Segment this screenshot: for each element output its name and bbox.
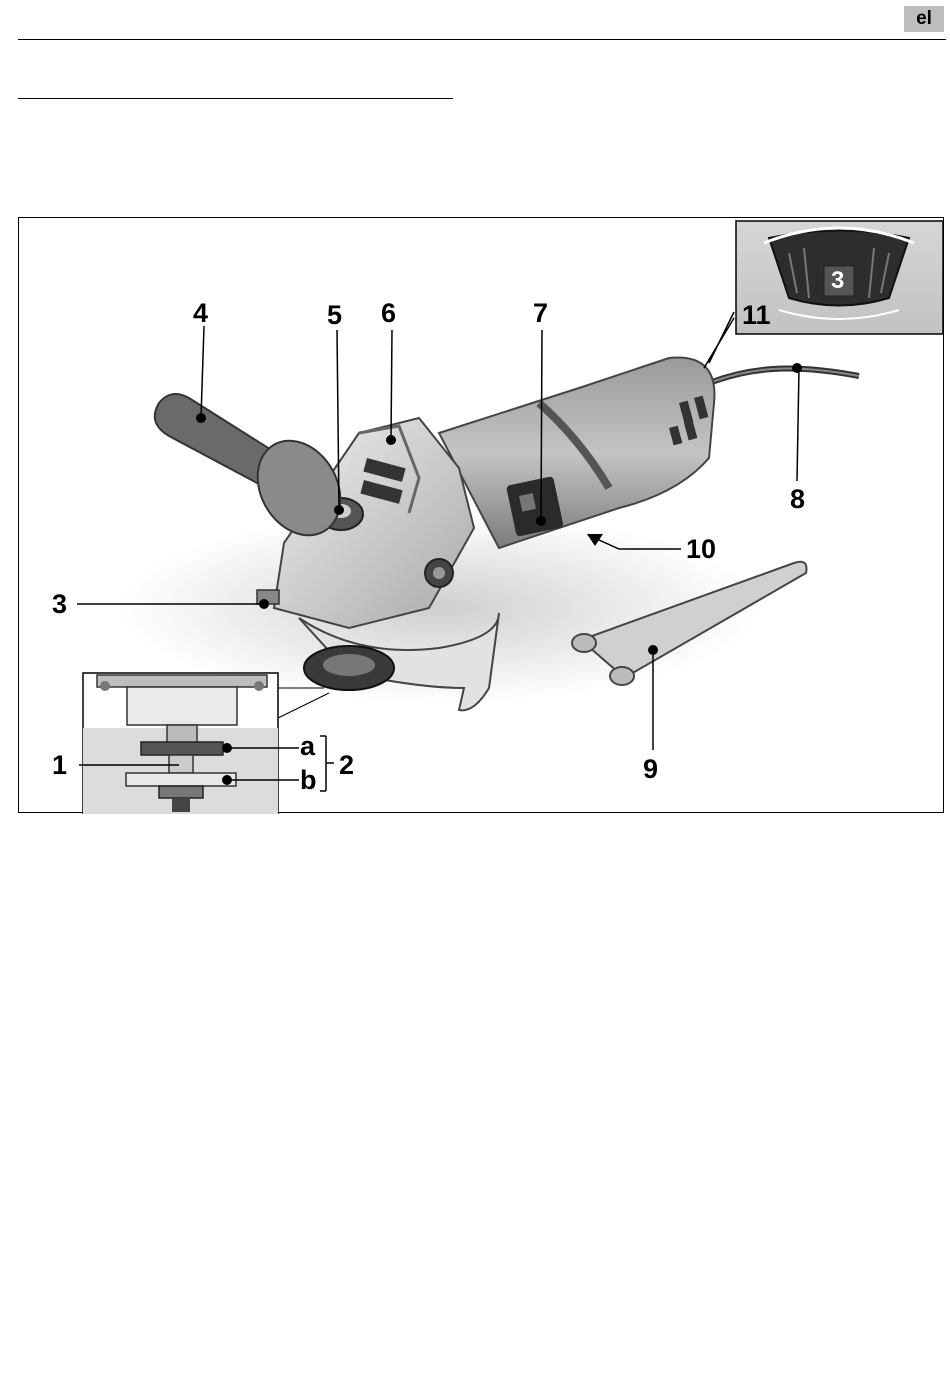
callout-11: 11 — [742, 302, 771, 329]
callout-8: 8 — [790, 486, 805, 513]
callout-9: 9 — [643, 756, 658, 783]
callout-10: 10 — [686, 536, 716, 563]
callout-6: 6 — [381, 300, 396, 327]
callout-3: 3 — [52, 591, 67, 618]
callout-5: 5 — [327, 302, 342, 329]
header-rule — [18, 39, 946, 40]
speed-dial-setting: 3 — [831, 269, 844, 293]
mounting-flange — [141, 742, 223, 755]
grinder-spindle — [169, 755, 193, 773]
flange-detail-inset — [83, 673, 278, 814]
language-badge: el — [904, 6, 944, 32]
callout-7: 7 — [533, 300, 548, 327]
angle-grinder-figure: 4 5 6 7 11 8 10 3 1 a b 2 9 3 — [18, 217, 944, 813]
callout-b: b — [300, 767, 317, 794]
section-rule — [18, 98, 453, 99]
callout-1: 1 — [52, 752, 67, 779]
grinder-illustration — [19, 218, 945, 814]
callout-a: a — [300, 733, 315, 760]
clamping-nut — [126, 773, 236, 786]
callout-4: 4 — [193, 300, 208, 327]
callout-2: 2 — [339, 752, 354, 779]
